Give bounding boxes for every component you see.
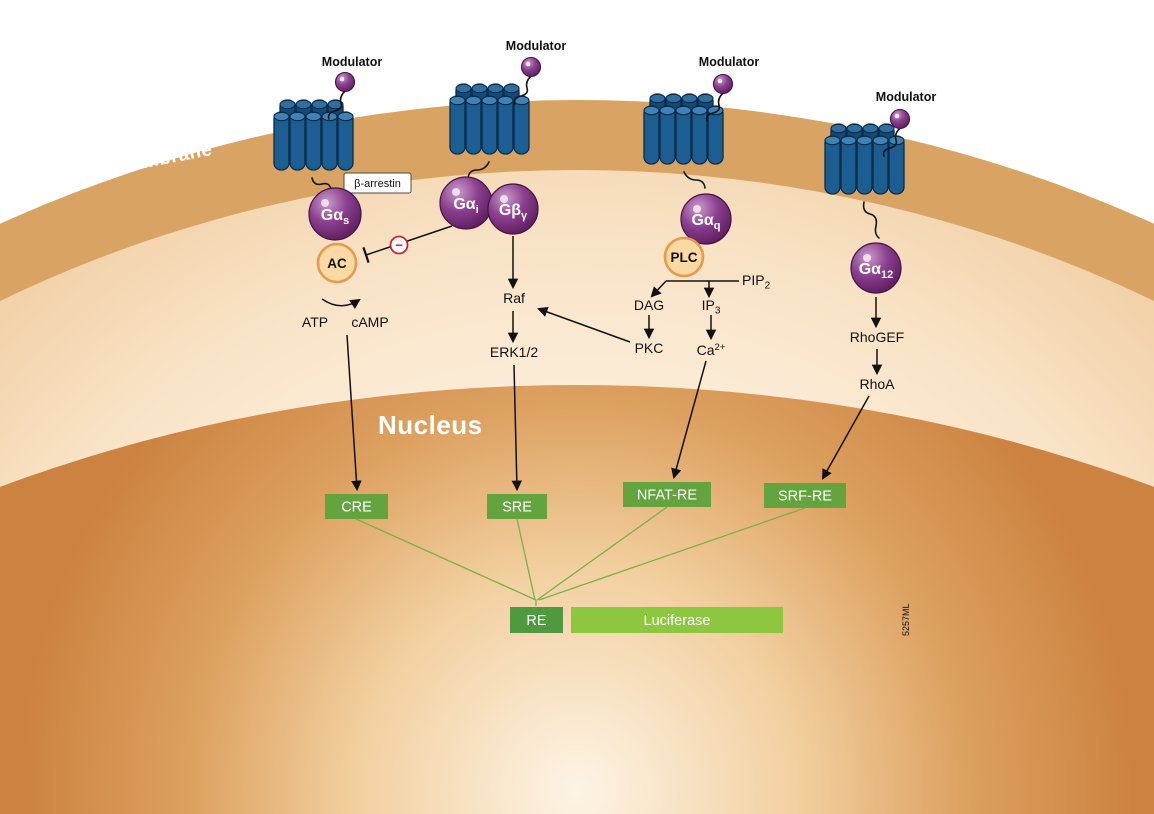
sre-label: SRE — [502, 500, 532, 516]
modulator-4: Modulator — [876, 90, 937, 157]
sphere-glint — [321, 199, 329, 207]
modulator-label: Modulator — [876, 90, 937, 104]
re-box: RE — [510, 607, 563, 633]
srf-re-label: SRF-RE — [778, 489, 832, 505]
re-label: RE — [526, 613, 546, 629]
sphere-glint — [500, 195, 508, 203]
erk-label: ERK1/2 — [490, 344, 538, 360]
modulator-glint — [894, 113, 900, 119]
arrow-atp-camp — [321, 298, 361, 310]
sphere-glint — [863, 254, 871, 262]
g-protein-gas: Gαs — [308, 187, 362, 241]
line-sre-re — [516, 518, 536, 601]
receptor-gi — [449, 83, 530, 179]
cre-label: CRE — [341, 500, 372, 516]
modulator-label: Modulator — [699, 55, 760, 69]
sphere-glint — [452, 188, 460, 196]
figure-code: 5257ML — [901, 603, 911, 636]
modulator-ball — [712, 73, 734, 95]
pip2-label: PIP2 — [742, 272, 771, 292]
receptor-gs — [273, 99, 354, 191]
beta-arrestin-tag: β-arrestin — [343, 172, 412, 194]
ca-label: Ca2+ — [697, 342, 726, 358]
inhibition-tbar — [362, 247, 370, 263]
gai-label: Gαi — [453, 196, 478, 216]
raf-label: Raf — [503, 290, 525, 306]
modulator-ball — [889, 108, 911, 130]
g-protein-gaq: Gαq — [680, 193, 732, 245]
modulator-tether — [513, 75, 532, 105]
dag-label: DAG — [634, 297, 664, 313]
adenylate-cyclase: AC — [316, 242, 358, 284]
line-cre-re — [355, 518, 537, 601]
receptor-g12 — [824, 123, 905, 239]
sphere-glint — [693, 205, 701, 213]
line-nfat-re — [536, 506, 668, 601]
cre-box: CRE — [325, 494, 388, 519]
line-srf-re — [538, 507, 806, 601]
beta-arrestin-label: β-arrestin — [354, 178, 401, 190]
modulator-tether — [882, 127, 901, 157]
modulator-label: Modulator — [322, 55, 383, 69]
modulator-ball — [520, 56, 542, 78]
arrow-pkc-raf — [537, 306, 631, 343]
ac-label: AC — [327, 256, 347, 271]
receptor-tail — [862, 201, 880, 239]
ip3-label: IP3 — [702, 297, 721, 317]
luciferase-box: Luciferase — [571, 607, 783, 633]
modulator-glint — [339, 76, 345, 82]
rhogef-label: RhoGEF — [850, 329, 904, 345]
modulator-glint — [525, 61, 531, 67]
receptor-tail — [311, 177, 332, 191]
modulator-1: Modulator — [322, 55, 383, 120]
modulator-tether — [327, 90, 346, 120]
receptor-tail — [467, 161, 490, 179]
plc-enzyme: PLC — [663, 236, 705, 278]
arrow-branch-dag — [650, 280, 667, 298]
gbg-label: Gβγ — [499, 202, 528, 222]
camp-label: cAMP — [351, 314, 388, 330]
inhibition-line — [365, 225, 453, 256]
srf-re-box: SRF-RE — [764, 483, 846, 508]
plc-label: PLC — [671, 250, 698, 265]
nucleus-label: Nucleus — [378, 410, 483, 440]
arrow-erk-sre — [511, 364, 523, 492]
modulator-2: Modulator — [506, 39, 567, 105]
g-protein-ga12: Gα12 — [850, 242, 902, 294]
gaq-label: Gαq — [691, 212, 720, 232]
atp-label: ATP — [302, 314, 328, 330]
pkc-label: PKC — [635, 340, 664, 356]
modulator-glint — [717, 78, 723, 84]
modulator-label: Modulator — [506, 39, 567, 53]
g-protein-gai: Gαi — [439, 176, 493, 230]
beta-arrestin-box — [343, 172, 412, 194]
modulator-tether — [705, 92, 724, 122]
receptor-tail — [683, 171, 706, 189]
modulator-3: Modulator — [699, 55, 760, 122]
modulator-ball — [334, 71, 356, 93]
receptor-gq — [643, 93, 724, 189]
rhoa-label: RhoA — [859, 376, 895, 392]
gas-label: Gαs — [321, 207, 349, 227]
minus-circle — [389, 235, 409, 255]
nucleus-region — [0, 385, 1154, 814]
sre-box: SRE — [487, 494, 547, 519]
g-protein-gbg: Gβγ — [487, 183, 539, 235]
ga12-label: Gα12 — [859, 261, 894, 281]
luciferase-label: Luciferase — [644, 613, 711, 629]
arrow-ca-nfat — [671, 360, 707, 480]
nfat-re-box: NFAT-RE — [623, 482, 711, 507]
arrow-camp-cre — [346, 334, 362, 492]
minus-sign: − — [395, 238, 403, 253]
inhibition-link: − — [362, 225, 453, 263]
arrow-rhoa-srf — [821, 395, 870, 480]
nfat-re-label: NFAT-RE — [637, 488, 697, 504]
